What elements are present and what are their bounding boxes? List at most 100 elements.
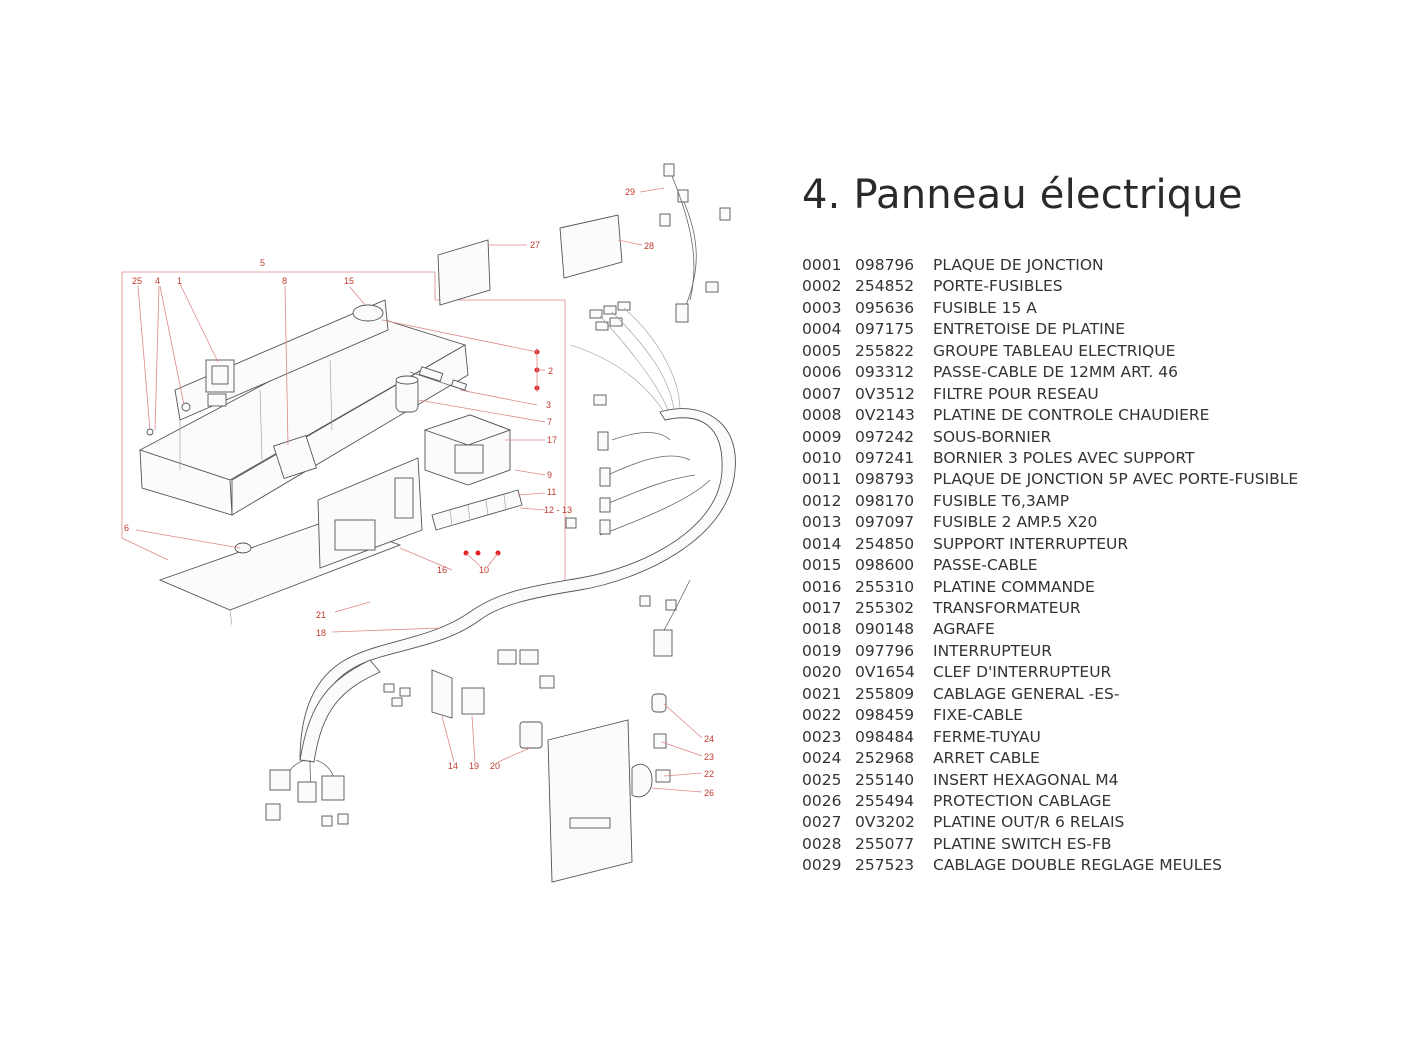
part-description: PROTECTION CABLAGE xyxy=(933,791,1112,810)
part-description: CABLAGE GENERAL -ES- xyxy=(933,684,1120,703)
part-description: FIXE-CABLE xyxy=(933,706,1023,725)
part-code: 255140 xyxy=(855,770,915,789)
callout-24: 24 xyxy=(704,734,714,744)
part-description: AGRAFE xyxy=(933,620,995,639)
part-description: PASSE-CABLE xyxy=(933,556,1038,575)
callout-17: 17 xyxy=(547,435,557,445)
mounting-plate xyxy=(547,693,671,883)
callout-21: 21 xyxy=(316,610,326,620)
part-description: GROUPE TABLEAU ELECTRIQUE xyxy=(933,341,1176,360)
part-code: 090148 xyxy=(855,620,915,639)
part-number: 0018 xyxy=(802,620,842,639)
part-code: 254852 xyxy=(855,277,915,296)
callout-18: 18 xyxy=(316,628,326,638)
part-code: 098484 xyxy=(855,727,915,746)
callout-19: 19 xyxy=(469,761,479,771)
part-code: 255822 xyxy=(855,341,915,360)
page-title: 4. Panneau électrique xyxy=(802,172,1243,218)
callout-23: 23 xyxy=(704,752,714,762)
callout-9: 9 xyxy=(547,470,552,480)
part-code: 255302 xyxy=(855,599,915,617)
part-number: 0022 xyxy=(802,706,842,725)
callout-6: 6 xyxy=(124,523,129,533)
part-28-switch-board xyxy=(559,214,623,279)
part-code: 0V2143 xyxy=(855,406,915,425)
part-code: 252968 xyxy=(855,749,915,768)
part-code: 097097 xyxy=(855,513,915,532)
lower-right-connectors xyxy=(639,579,691,657)
part-number: 0019 xyxy=(802,641,842,660)
callout-11: 11 xyxy=(547,487,556,497)
part-code: 255494 xyxy=(855,791,915,810)
part-number: 0008 xyxy=(802,406,842,425)
callout-27: 27 xyxy=(530,240,540,250)
part-16-control-board xyxy=(317,457,423,569)
part-description: BORNIER 3 POLES AVEC SUPPORT xyxy=(933,448,1195,467)
part-number: 0020 xyxy=(802,663,842,682)
part-code: 098793 xyxy=(855,470,915,489)
part-code: 098170 xyxy=(855,491,915,510)
part-number: 0023 xyxy=(802,727,842,746)
callout-3: 3 xyxy=(546,400,551,410)
part-number: 0004 xyxy=(802,320,842,339)
callout-28: 28 xyxy=(644,241,654,251)
callout-22: 22 xyxy=(704,769,714,779)
part-description: TRANSFORMATEUR xyxy=(933,599,1081,617)
callout-4: 4 xyxy=(155,276,160,286)
part-description: SOUS-BORNIER xyxy=(933,427,1052,446)
part-description: PLAQUE DE JONCTION xyxy=(933,256,1104,274)
part-6-grommet xyxy=(234,542,252,554)
part-number: 0010 xyxy=(802,448,842,467)
part-code: 255310 xyxy=(855,577,915,596)
part-description: PLATINE DE CONTROLE CHAUDIERE xyxy=(933,406,1210,425)
part-code: 255077 xyxy=(855,834,915,853)
part-code: 0V3512 xyxy=(855,384,915,403)
part-code: 098600 xyxy=(855,556,915,575)
part-number: 0007 xyxy=(802,384,842,403)
part-description: FUSIBLE T6,3AMP xyxy=(933,491,1070,510)
part-number: 0003 xyxy=(802,298,842,317)
part-description: INSERT HEXAGONAL M4 xyxy=(933,770,1119,789)
part-description: CLEF D'INTERRUPTEUR xyxy=(933,663,1112,682)
callout-14: 14 xyxy=(448,761,458,771)
part-number: 0013 xyxy=(802,513,842,532)
part-description: CABLAGE DOUBLE REGLAGE MEULES xyxy=(933,856,1222,875)
callout-5: 5 xyxy=(260,258,265,268)
part-15-grommet xyxy=(352,304,384,322)
callout-20: 20 xyxy=(490,761,500,771)
part-description: PASSE-CABLE DE 12MM ART. 46 xyxy=(933,363,1178,382)
part-description: PLATINE COMMANDE xyxy=(933,577,1095,596)
part-number: 0001 xyxy=(802,256,842,274)
harness-branch xyxy=(265,659,381,827)
leader-lines xyxy=(135,187,703,793)
part-number: 0014 xyxy=(802,534,842,553)
part-number: 0006 xyxy=(802,363,842,382)
callout-10: 10 xyxy=(479,565,489,575)
part-17-transformer xyxy=(423,414,512,486)
part-description: PLATINE SWITCH ES-FB xyxy=(933,834,1112,853)
callout-labels: 1 2 3 4 5 6 7 8 9 10 11 12 - 13 14 15 16… xyxy=(124,187,714,798)
part-number: 0009 xyxy=(802,427,842,446)
part-description: INTERRUPTEUR xyxy=(933,641,1053,660)
part-description: FERME-TUYAU xyxy=(933,727,1041,746)
part-description: SUPPORT INTERRUPTEUR xyxy=(933,534,1129,553)
part-1-junction-plate xyxy=(205,359,235,407)
callout-1: 1 xyxy=(177,276,182,286)
callout-8: 8 xyxy=(282,276,287,286)
part-code: 097175 xyxy=(855,320,915,339)
part-number: 0017 xyxy=(802,599,842,617)
callout-26: 26 xyxy=(704,788,714,798)
part-number: 0027 xyxy=(802,813,842,832)
part-code: 097242 xyxy=(855,427,915,446)
part-code: 0V1654 xyxy=(855,663,915,682)
part-code: 098459 xyxy=(855,706,915,725)
callout-25: 25 xyxy=(132,276,142,286)
part-number: 0029 xyxy=(802,856,842,875)
connector-cluster xyxy=(569,301,681,413)
part-code: 254850 xyxy=(855,534,915,553)
callout-12-13: 12 - 13 xyxy=(544,505,572,515)
part-11-terminal-block xyxy=(431,489,523,531)
part-description: PLATINE OUT/R 6 RELAIS xyxy=(933,813,1125,832)
part-number: 0011 xyxy=(802,470,842,489)
part-8-board xyxy=(273,435,317,479)
